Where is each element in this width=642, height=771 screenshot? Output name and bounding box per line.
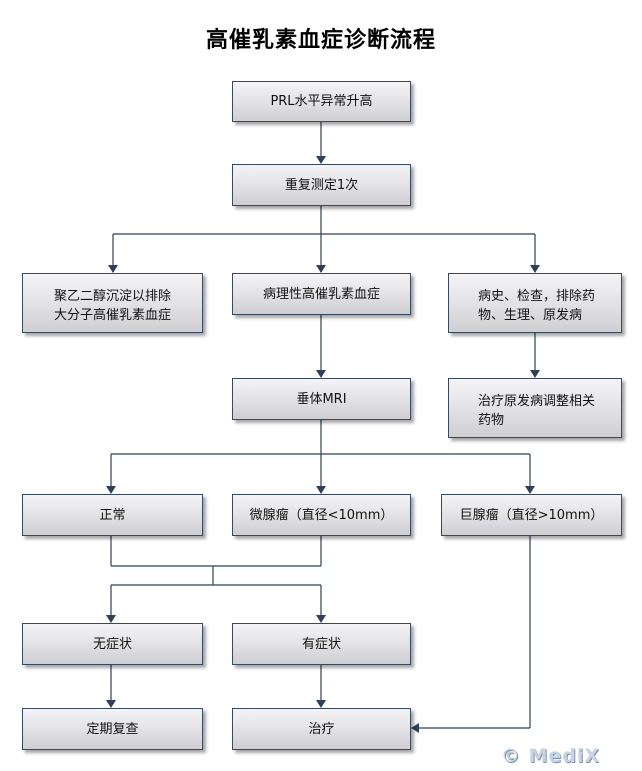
node-treatment: 治疗 — [232, 708, 411, 750]
node-pituitary-mri: 垂体MRI — [232, 378, 411, 420]
node-history-exam: 病史、检查，排除药 物、生理、原发病 — [448, 273, 622, 333]
node-regular-review: 定期复查 — [22, 708, 203, 750]
node-repeat-test: 重复测定1次 — [232, 164, 411, 206]
node-peg-precipitation: 聚乙二醇沉淀以排除 大分子高催乳素血症 — [22, 273, 203, 333]
node-normal: 正常 — [22, 494, 203, 536]
node-macroadenoma: 巨腺瘤（直径>10mm） — [441, 494, 622, 536]
node-pathologic-hyperprolactinemia: 病理性高催乳素血症 — [232, 273, 411, 315]
node-prl-high: PRL水平异常升高 — [232, 81, 411, 122]
node-symptomatic: 有症状 — [232, 623, 411, 665]
watermark-logo: © MediX — [500, 745, 600, 767]
node-asymptomatic: 无症状 — [22, 623, 203, 665]
node-microadenoma: 微腺瘤（直径<10mm） — [232, 494, 411, 536]
node-treat-primary: 治疗原发病调整相关 药物 — [448, 378, 622, 438]
page-title: 高催乳素血症诊断流程 — [205, 27, 436, 53]
